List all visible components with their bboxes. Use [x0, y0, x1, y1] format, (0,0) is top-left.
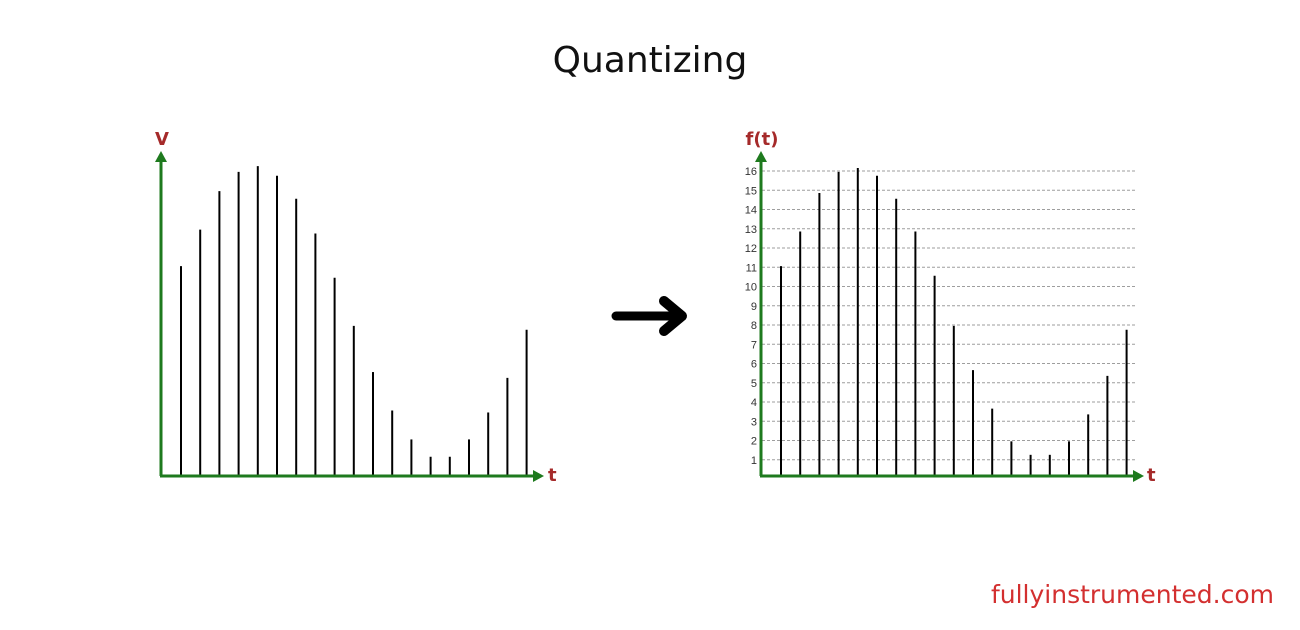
y-tick-label-11: 11: [746, 262, 757, 274]
sampled-stems: [180, 166, 528, 475]
y-tick-label-7: 7: [751, 339, 757, 351]
y-tick-label-14: 14: [745, 205, 757, 217]
right-x-axis-arrowhead: [1133, 470, 1144, 482]
sampled-signal-plot: V t: [155, 129, 557, 486]
y-tick-label-1: 1: [751, 455, 757, 467]
y-tick-label-5: 5: [751, 378, 757, 390]
footer-website: fullyinstrumented.com: [990, 580, 1274, 609]
right-arrow-icon: [611, 296, 687, 336]
y-tick-label-13: 13: [745, 224, 757, 236]
diagram-title: Quantizing: [552, 40, 748, 81]
right-x-axis-label: t: [1147, 465, 1156, 486]
left-x-axis-label: t: [548, 465, 557, 486]
y-tick-label-4: 4: [751, 397, 757, 409]
right-y-axis-arrowhead: [755, 151, 767, 162]
y-tick-label-3: 3: [751, 416, 757, 428]
y-tick-label-15: 15: [745, 185, 757, 197]
left-y-axis-arrowhead: [155, 151, 167, 162]
y-tick-label-2: 2: [751, 436, 757, 448]
right-y-axis-label: f(t): [746, 129, 779, 150]
quantization-grid: [762, 170, 1136, 461]
y-tick-label-16: 16: [745, 166, 757, 178]
left-x-axis-arrowhead: [533, 470, 544, 482]
y-tick-label-12: 12: [745, 243, 757, 255]
quantized-stems: [780, 168, 1128, 475]
y-tick-label-8: 8: [751, 320, 757, 332]
left-y-axis-label: V: [155, 129, 169, 150]
y-tick-label-10: 10: [745, 282, 757, 294]
y-tick-label-9: 9: [751, 301, 757, 313]
y-tick-label-6: 6: [751, 359, 757, 371]
